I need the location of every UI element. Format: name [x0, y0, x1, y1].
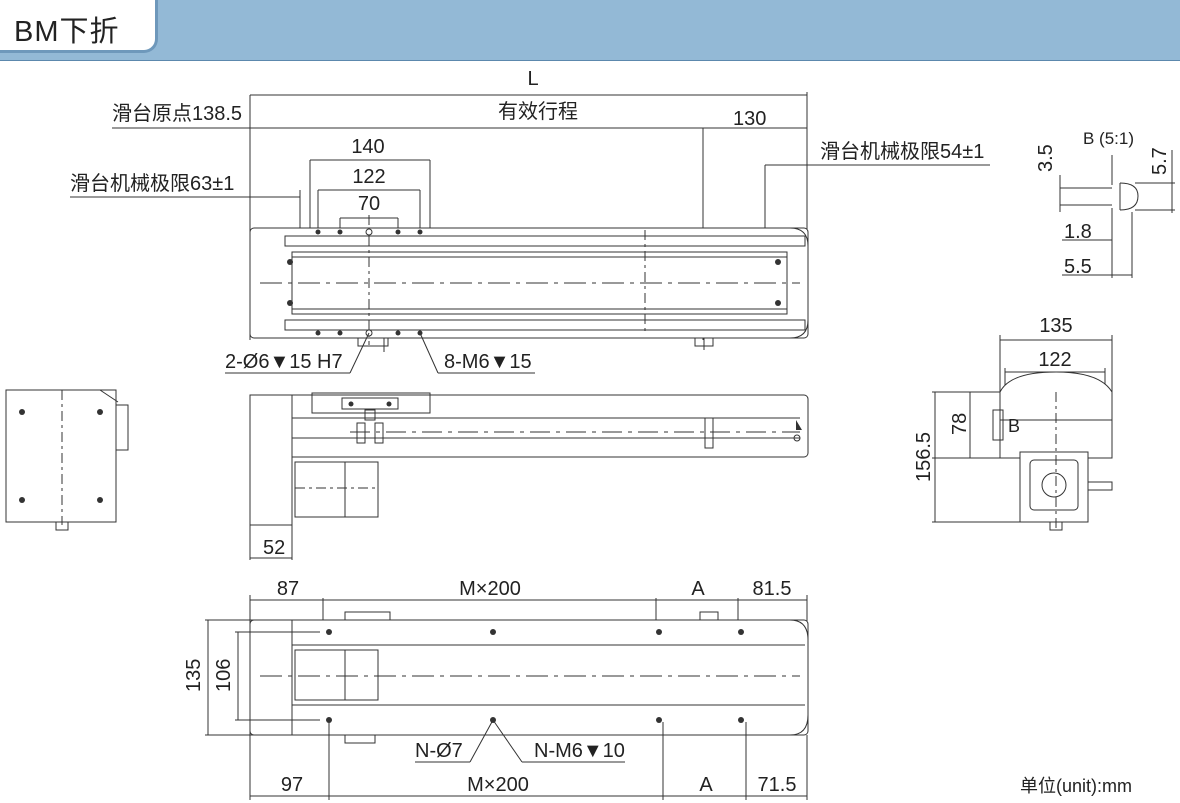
hole-n7-callout: N-Ø7	[415, 740, 463, 762]
page-title: BM下折	[14, 16, 120, 48]
left-end-view	[5, 389, 129, 531]
effective-stroke-label: 有效行程	[498, 100, 578, 123]
end-dim-135: 135	[1039, 315, 1072, 337]
pin-hole-callout: 2-Ø6▼15 H7	[225, 351, 343, 373]
hole-nm6-callout: N-M6▼10	[534, 740, 625, 762]
dim-122: 122	[352, 166, 385, 188]
bottom-dim-97: 97	[281, 774, 303, 796]
unit-note: 单位(unit):mm	[1020, 776, 1132, 796]
side-view: 52	[249, 392, 809, 560]
dim-70: 70	[358, 193, 380, 215]
origin-label: 滑台原点138.5	[112, 102, 242, 125]
bottom-dim-a-top: A	[691, 578, 705, 600]
dim-52: 52	[263, 537, 285, 559]
bottom-dim-71-5: 71.5	[758, 774, 797, 796]
tap-hole-callout: 8-M6▼15	[444, 351, 532, 373]
bottom-dim-m200-bottom: M×200	[467, 774, 529, 796]
end-marker-b: B	[1008, 416, 1020, 436]
bottom-dim-87: 87	[277, 578, 299, 600]
header-tab: BM下折	[0, 0, 158, 53]
detail-b-title: B (5:1)	[1083, 129, 1134, 148]
top-view: L 有效行程 滑台原点138.5 130 滑台机械极限63±1 滑台机械极限54…	[70, 68, 990, 374]
end-dim-122: 122	[1038, 349, 1071, 371]
right-end-view: 135 122 78 156.5 B	[913, 315, 1113, 531]
limit-left-label: 滑台机械极限63±1	[70, 172, 234, 195]
bottom-dim-135: 135	[183, 659, 205, 692]
bottom-dim-m200-top: M×200	[459, 578, 521, 600]
end-dim-78: 78	[949, 413, 971, 435]
dim-130: 130	[733, 108, 766, 130]
dim-140: 140	[351, 136, 384, 158]
end-dim-156-5: 156.5	[913, 432, 935, 482]
bottom-dim-a-bottom: A	[699, 774, 713, 796]
dim-L: L	[527, 68, 538, 90]
bottom-view: 87 M×200 A 81.5 135 106 N-Ø7	[183, 578, 809, 800]
bottom-dim-106: 106	[213, 659, 235, 692]
dim-5-5: 5.5	[1064, 256, 1092, 278]
dim-5-7: 5.7	[1149, 147, 1171, 175]
header-bar	[0, 0, 1180, 61]
bottom-dim-81-5: 81.5	[753, 578, 792, 600]
limit-right-label: 滑台机械极限54±1	[820, 140, 984, 163]
dim-1-8: 1.8	[1064, 221, 1092, 243]
detail-b: B (5:1) 3.5 5.7 1.8 5.5	[1035, 129, 1175, 278]
dim-3-5: 3.5	[1035, 144, 1057, 172]
